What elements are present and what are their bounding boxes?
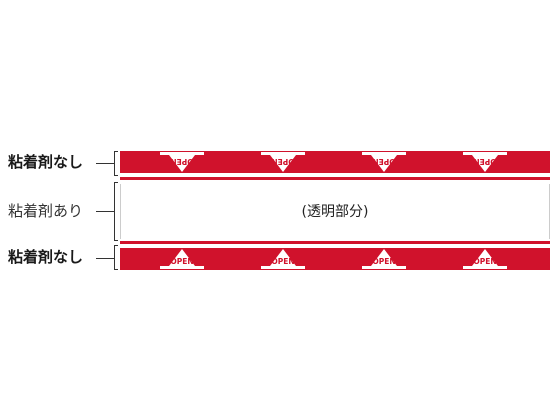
open-arrow-up-3: OPEN (362, 249, 406, 269)
arrow-open-text: OPEN (271, 257, 294, 266)
bracket-top (114, 151, 118, 176)
arrow-shape (463, 152, 507, 172)
tape-transparent-section: (透明部分) (120, 184, 550, 239)
open-arrow-down-3: OPEN (362, 152, 406, 172)
label-top-no-adhesive: 粘着剤なし (8, 153, 84, 171)
arrow-shape (160, 249, 204, 269)
arrow-shape (261, 249, 305, 269)
open-arrow-down-1: OPEN (160, 152, 204, 172)
arrow-open-text: OPEN (170, 257, 193, 266)
bracket-bottom (114, 245, 118, 270)
top-arrows: OPEN OPEN OPEN OPEN (160, 152, 507, 172)
leader-bottom (96, 258, 114, 259)
arrow-shape (160, 152, 204, 172)
arrow-open-text: OPEN (372, 257, 395, 266)
leader-top (96, 163, 114, 164)
bracket-middle (114, 182, 118, 241)
tape-top-stripe (120, 177, 550, 180)
tape-bottom-band (120, 248, 550, 270)
open-arrow-down-2: OPEN (261, 152, 305, 172)
arrow-open-text: OPEN (372, 157, 395, 166)
open-arrow-up-1: OPEN (160, 249, 204, 269)
label-bottom-no-adhesive: 粘着剤なし (8, 248, 84, 266)
open-arrow-up-2: OPEN (261, 249, 305, 269)
bottom-arrows: OPEN OPEN OPEN OPEN (160, 249, 507, 269)
arrow-shape (362, 152, 406, 172)
arrow-open-text: OPEN (473, 257, 496, 266)
arrow-open-text: OPEN (473, 157, 496, 166)
open-arrow-up-4: OPEN (463, 249, 507, 269)
arrow-open-text: OPEN (170, 157, 193, 166)
label-middle-with-adhesive: 粘着剤あり (8, 202, 84, 220)
tape-bottom-stripe (120, 241, 550, 244)
arrow-shape (362, 249, 406, 269)
arrow-shape (261, 152, 305, 172)
transparent-label: (透明部分) (301, 204, 369, 220)
arrow-shape (463, 249, 507, 269)
leader-middle (96, 211, 114, 212)
arrow-open-text: OPEN (271, 157, 294, 166)
tape-top-band (120, 151, 550, 173)
open-arrow-down-4: OPEN (463, 152, 507, 172)
